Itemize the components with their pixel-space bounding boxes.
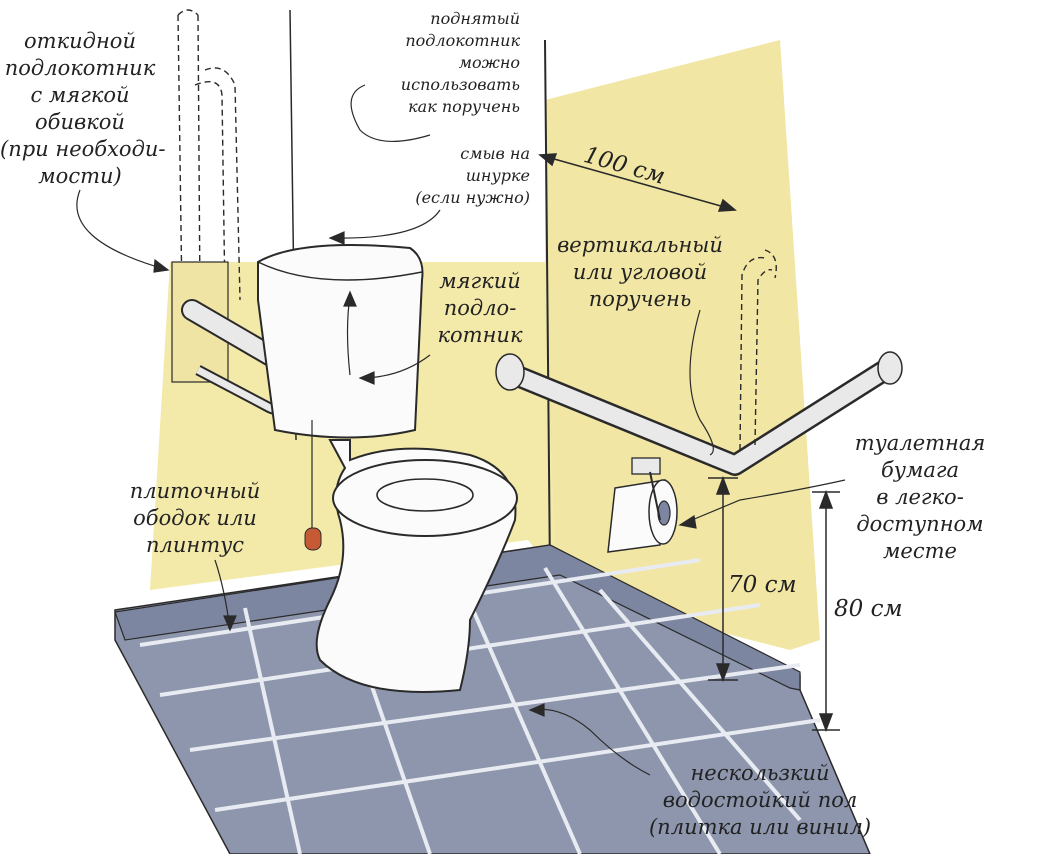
cistern	[257, 244, 424, 439]
wall-corner-line	[544, 39, 551, 576]
label-folding-armrest: откидной подлокотник с мягкой обивкой (п…	[0, 29, 166, 188]
floor-grout	[139, 558, 821, 856]
label-toilet-paper: туалетная бумага в легко- доступном мест…	[854, 431, 986, 563]
vertical-rail-dashed	[739, 249, 777, 451]
label-floor: нескользкий водостойкий пол (плитка или …	[648, 761, 872, 839]
toilet-seat-opening	[376, 478, 474, 512]
toilet-paper	[607, 457, 678, 553]
right-wall	[545, 40, 820, 650]
flush-cord-handle	[304, 527, 322, 551]
dimension-label-70cm: 70 см	[728, 572, 797, 598]
label-cord-flush: смыв на шнурке (если нужно)	[415, 144, 530, 207]
leader-lines	[76, 84, 846, 776]
label-soft-armrest: мягкий подло- котник	[437, 269, 523, 347]
label-tile-skirting: плиточный ободок или плинтус	[129, 479, 261, 557]
corner-grab-rail	[495, 351, 903, 476]
dimension-lines	[538, 153, 840, 733]
dimension-label-80cm: 80 см	[834, 596, 903, 622]
label-vertical-rail: вертикальный или угловой поручень	[557, 233, 723, 311]
label-raised-armrest: поднятый подлокотник можно использовать …	[400, 9, 520, 116]
raised-armrest-dashed	[177, 9, 241, 301]
